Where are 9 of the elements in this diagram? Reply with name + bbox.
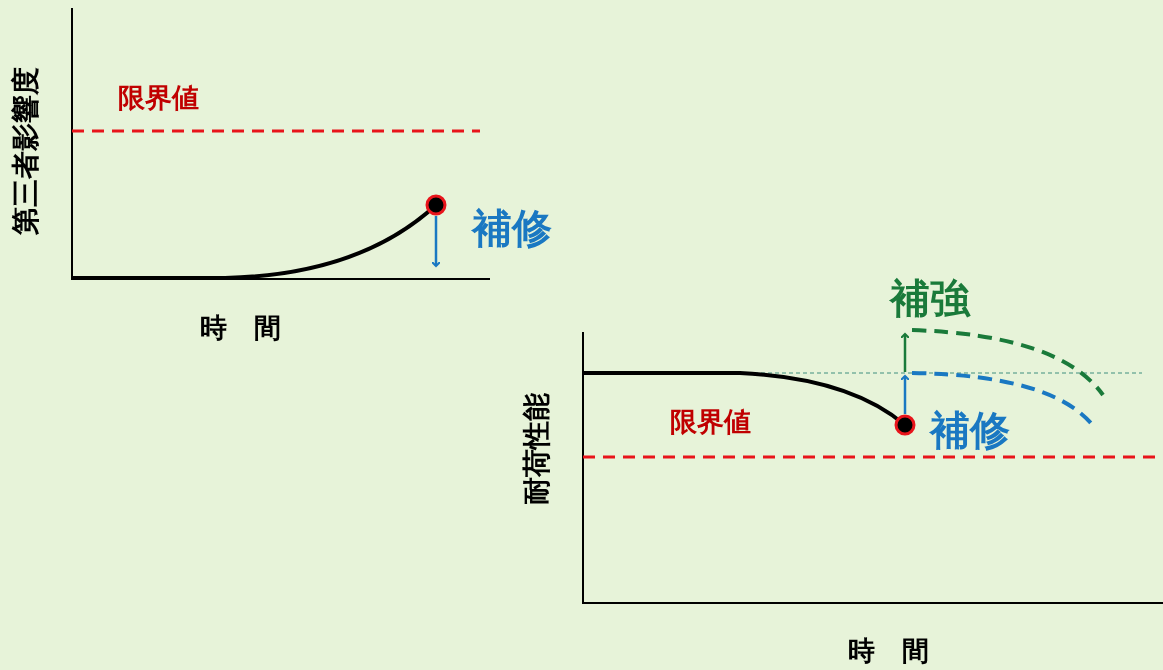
axis-title: 耐荷性能 [523, 393, 551, 505]
reinforcement-label: 補強 [890, 278, 970, 318]
limit-label: 限界値 [118, 84, 199, 111]
axis-title: 時 間 [848, 637, 929, 664]
axis-title: 第三者影響度 [12, 67, 40, 235]
axis-title: 時 間 [200, 314, 281, 341]
repair-label: 補修 [472, 208, 552, 248]
limit-label: 限界値 [670, 408, 751, 435]
repair-label: 補修 [930, 410, 1010, 450]
